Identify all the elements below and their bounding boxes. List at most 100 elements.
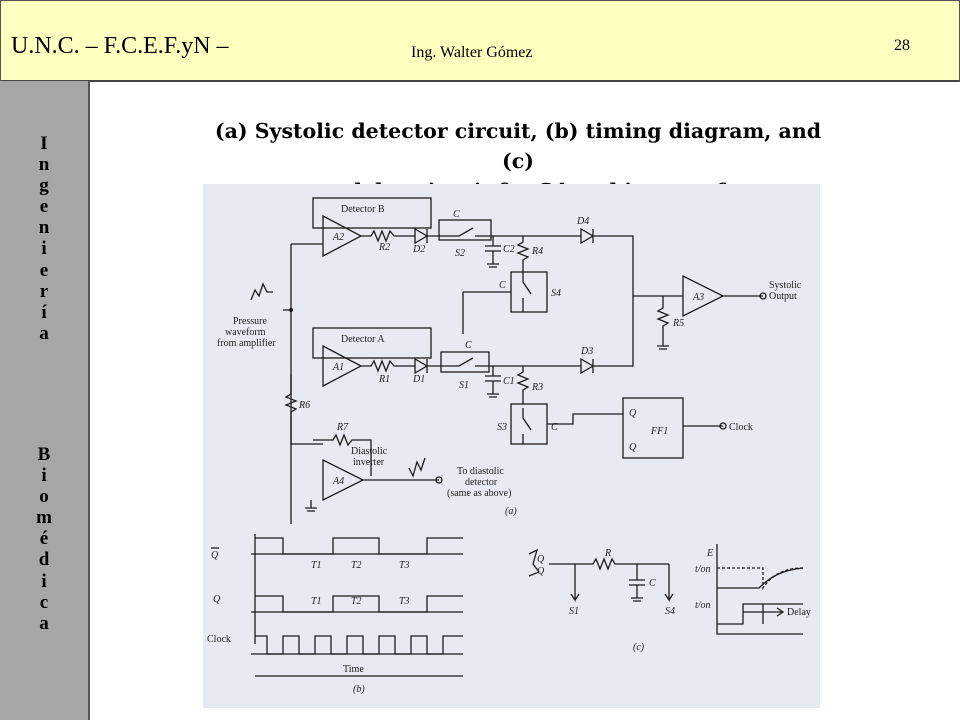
diastolic-inverter-label: Diastolic inverter — [351, 446, 390, 468]
sidebar-letter: í — [41, 301, 47, 323]
capacitor-c2 — [485, 236, 501, 268]
sidebar-word-biomedica: B i o m é d i c a — [0, 444, 88, 634]
t3-label-top: T3 — [399, 560, 410, 571]
diode-d4 — [573, 227, 634, 296]
sidebar-letter: o — [39, 486, 49, 508]
diode-d1 — [403, 357, 443, 375]
ff-name-label: FF1 — [650, 426, 668, 437]
header-author: Ing. Walter Gómez — [411, 44, 533, 61]
sidebar-letter: d — [38, 549, 50, 571]
resistor-r1 — [361, 359, 403, 373]
sidebar-letter: e — [39, 259, 49, 281]
opamp-a1-label: A1 — [332, 362, 344, 373]
t2-label-mid: T2 — [351, 596, 362, 607]
resistor-r3 — [516, 366, 530, 404]
e-label: E — [706, 548, 713, 559]
sidebar-word-ingenieria: I n g e n i e r í a — [0, 133, 88, 344]
header-title: U.N.C. – F.C.E.F.yN – — [11, 33, 229, 59]
timing-b: Q T1 T2 T3 Q T1 T2 T3 Clock Time (b) — [207, 534, 463, 695]
caption-c: (c) — [633, 642, 645, 653]
d2-label: D2 — [412, 244, 425, 255]
sidebar-letter: g — [39, 175, 49, 197]
switch-box-top — [438, 219, 492, 241]
c-mid-label: C — [499, 280, 506, 291]
c-s3-label: C — [551, 422, 558, 433]
diode-d2 — [403, 227, 443, 245]
sidebar-letter: B — [37, 444, 51, 465]
t1-label-top: T1 — [311, 560, 322, 571]
page-number: 28 — [894, 37, 910, 54]
slide-header: U.N.C. – F.C.E.F.yN – Ing. Walter Gómez … — [0, 0, 960, 82]
sidebar-letter: e — [39, 196, 49, 218]
delay-rise-curve — [717, 567, 804, 589]
sidebar-letter: a — [39, 322, 49, 344]
delay-c-label: C — [649, 578, 656, 589]
d1-label: D1 — [412, 374, 425, 385]
opamp-a4-label: A4 — [332, 476, 344, 487]
sidebar-letter: i — [41, 465, 47, 487]
delay-s4-label: S4 — [665, 606, 675, 617]
detector-a-label: Detector A — [341, 334, 385, 345]
r3-label: R3 — [531, 382, 543, 393]
figure-image: Detector B A2 R2 D2 C S2 C2 R4 D4 — [203, 184, 820, 708]
delay-r-label: R — [604, 548, 611, 559]
opamp-a4 — [322, 458, 365, 502]
r7-label: R7 — [336, 422, 349, 433]
clock-label-a: Clock — [729, 422, 753, 433]
sidebar-letter: r — [39, 280, 49, 302]
pressure-label: Pressure waveform from amplifier — [217, 316, 276, 349]
delay-c: Q Q R S1 C S4 (c) E t/on t/on Delay — [528, 544, 811, 653]
delay-qbar-label: Q — [537, 566, 545, 577]
r5-label: R5 — [672, 318, 684, 329]
time-label: Time — [343, 664, 364, 675]
diastolic-waveform-icon — [408, 457, 426, 478]
c-top-label: C — [453, 209, 460, 220]
q-waveform — [255, 595, 463, 613]
timing-q-label: Q — [213, 594, 221, 605]
switch-box-s3 — [510, 403, 548, 445]
delay-s1-label: S1 — [569, 606, 579, 617]
clock-waveform — [255, 635, 463, 655]
resistor-r2 — [361, 229, 403, 243]
sidebar: I n g e n i e r í a B i o m é d i c a — [0, 81, 90, 720]
slide-title-line1: (a) Systolic detector circuit, (b) timin… — [214, 119, 822, 173]
ff-qbar-label: Q — [629, 442, 637, 453]
r4-label: R4 — [531, 246, 543, 257]
delay-resistor — [549, 557, 669, 571]
sidebar-letter: I — [40, 133, 48, 154]
caption-b: (b) — [353, 684, 365, 695]
systolic-output-label: Systolic Output — [769, 280, 804, 302]
s1-label: S1 — [459, 380, 469, 391]
resistor-r5 — [656, 296, 670, 350]
c1-label: C1 — [503, 376, 515, 387]
pressure-waveform-icon — [250, 282, 273, 301]
sidebar-letter: n — [38, 217, 50, 239]
ff-q-label: Q — [629, 408, 637, 419]
t3-label-mid: T3 — [399, 596, 410, 607]
sidebar-letter: a — [39, 612, 49, 634]
detector-b-label: Detector B — [341, 204, 385, 215]
delay-capacitor — [629, 564, 645, 602]
opamp-a3-label: A3 — [692, 292, 704, 303]
d4-label: D4 — [576, 216, 589, 227]
timing-clock-label: Clock — [207, 634, 231, 645]
opamp-a2 — [322, 214, 363, 258]
flip-flop-ff1 — [622, 397, 684, 459]
delay-q-label: Q — [537, 554, 545, 565]
d3-label: D3 — [580, 346, 593, 357]
delay-switch-wave — [717, 603, 803, 625]
sidebar-letter: c — [39, 591, 49, 613]
circuit-figure: Detector B A2 R2 D2 C S2 C2 R4 D4 — [207, 197, 811, 695]
to-diastolic-label: To diastolic detector (same as above) — [447, 466, 511, 499]
opamp-a1 — [322, 344, 363, 388]
detector-a-box — [312, 327, 432, 359]
on1-label: t/on — [695, 564, 711, 575]
opamp-a3 — [633, 274, 763, 318]
s2-label: S2 — [455, 248, 465, 259]
s4-label: S4 — [551, 288, 561, 299]
delay-charge-curve — [717, 567, 804, 591]
switch-box-s1 — [440, 351, 490, 373]
qbar-waveform — [255, 537, 463, 555]
sidebar-letter: i — [41, 570, 47, 592]
resistor-r7 — [313, 433, 372, 476]
